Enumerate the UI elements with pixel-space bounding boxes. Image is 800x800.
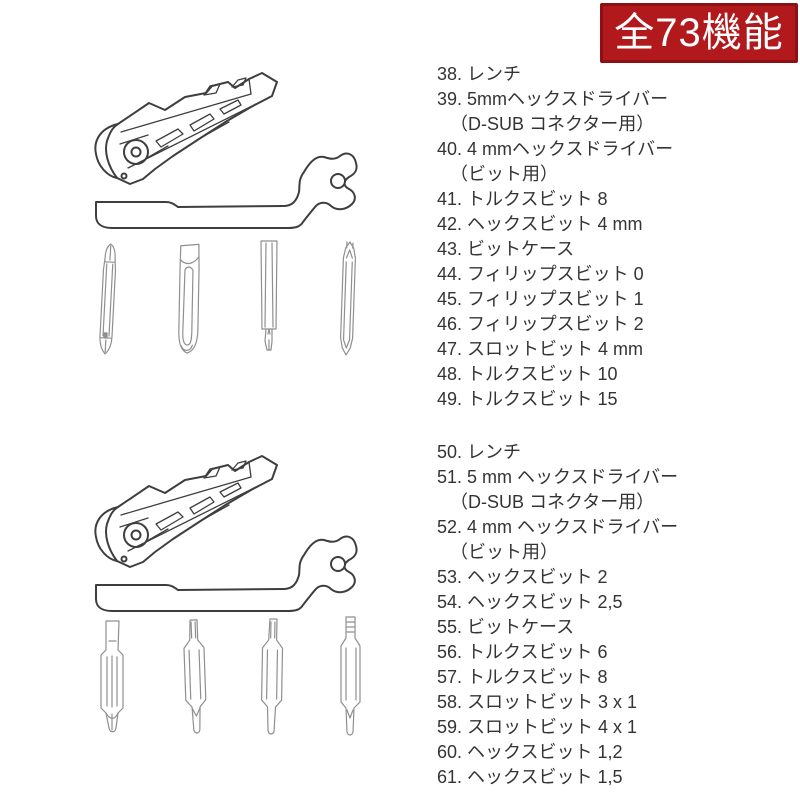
multitool-wrench-illustration-1 <box>94 72 358 229</box>
feature-item: 57. トルクスビット 8 <box>437 667 608 687</box>
feature-item: 50. レンチ <box>437 442 522 462</box>
feature-item: 61. ヘックスビット 1,5 <box>437 767 623 787</box>
function-count-badge: 全73機能 <box>600 3 798 63</box>
feature-item: 58. スロットビット 3 x 1 <box>437 692 638 712</box>
feature-list-38-49: 38. レンチ 39. 5mmヘックスドライバー （D-SUB コネクター用） … <box>437 62 673 412</box>
multitool-wrench-illustration-2 <box>94 455 358 612</box>
bit-set-illustration-2 <box>100 616 361 736</box>
feature-item: 53. ヘックスビット 2 <box>437 567 608 587</box>
bit-set-illustration-1 <box>98 240 357 356</box>
feature-item: 46. フィリップスビット 2 <box>437 314 644 334</box>
feature-item: 56. トルクスビット 6 <box>437 642 608 662</box>
feature-item: 47. スロットビット 4 mm <box>437 339 644 359</box>
feature-item: 48. トルクスビット 10 <box>437 364 618 384</box>
feature-item-continuation: （D-SUB コネクター用） <box>450 492 655 512</box>
feature-item: 44. フィリップスビット 0 <box>437 264 644 284</box>
feature-item: 49. トルクスビット 15 <box>437 389 618 409</box>
feature-item: 45. フィリップスビット 1 <box>437 289 644 309</box>
feature-item: 42. ヘックスビット 4 mm <box>437 214 643 234</box>
feature-item-continuation: （D-SUB コネクター用） <box>450 114 655 134</box>
feature-item: 60. ヘックスビット 1,2 <box>437 742 623 762</box>
feature-item: 39. 5mmヘックスドライバー <box>437 89 669 109</box>
feature-list-50-61: 50. レンチ 51. 5 mm ヘックスドライバー （D-SUB コネクター用… <box>437 440 678 790</box>
feature-item: 59. スロットビット 4 x 1 <box>437 717 638 737</box>
feature-item: 55. ビットケース <box>437 617 575 637</box>
feature-item: 43. ビットケース <box>437 239 575 259</box>
feature-item-continuation: （ビット用） <box>450 164 558 184</box>
feature-item: 38. レンチ <box>437 64 522 84</box>
feature-item: 52. 4 mm ヘックスドライバー <box>437 517 679 537</box>
feature-item: 41. トルクスビット 8 <box>437 189 608 209</box>
feature-item: 54. ヘックスビット 2,5 <box>437 592 623 612</box>
feature-item: 51. 5 mm ヘックスドライバー <box>437 467 679 487</box>
feature-item: 40. 4 mmヘックスドライバー <box>437 139 674 159</box>
feature-item-continuation: （ビット用） <box>450 542 558 562</box>
